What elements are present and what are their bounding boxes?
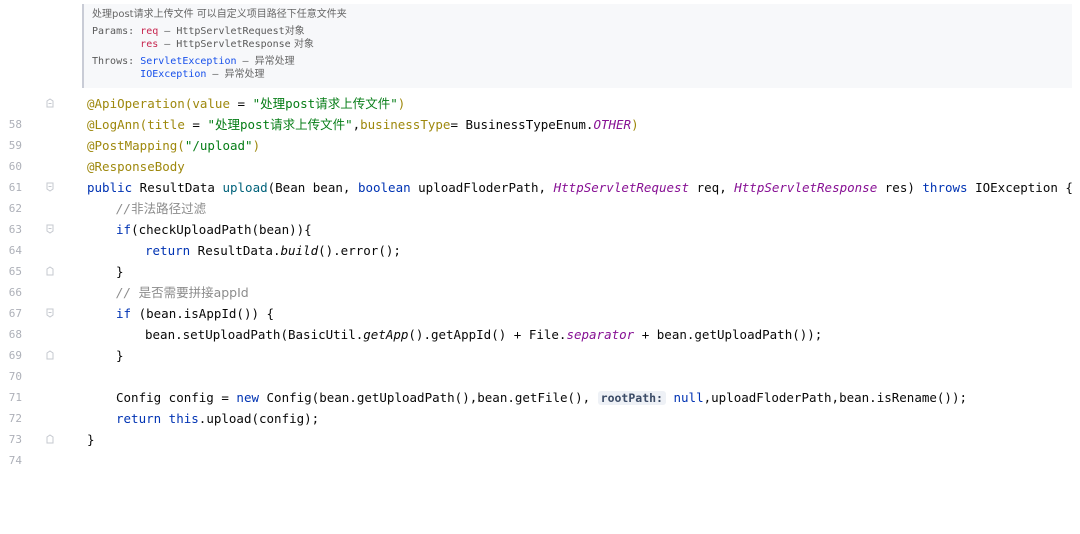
- doc-throws-row-servlet: Throws: ServletException – 异常处理: [92, 55, 295, 67]
- code-line-65: 65 return ResultData.build().error();: [0, 240, 1080, 278]
- line-number: 70: [8, 370, 22, 383]
- line-number: 68: [8, 328, 22, 341]
- code-line-69: 69 bean.setUploadPath(BasicUtil.getApp()…: [0, 324, 1080, 362]
- io-exception-link[interactable]: IOException: [140, 69, 207, 80]
- fold-end-icon[interactable]: [45, 434, 55, 444]
- code-line-70: 70 }: [0, 345, 1080, 383]
- code-line-67: 67 // 是否需要拼接appId: [0, 282, 1080, 320]
- line-number: 60: [8, 160, 22, 173]
- line-number: 59: [8, 139, 22, 152]
- doc-throws-row-io: IOException – 异常处理: [140, 69, 265, 80]
- line-number: 67: [8, 307, 22, 320]
- code-line-59: 59 @LogAnn(title = "处理post请求上传文件",busine…: [0, 114, 1080, 152]
- fold-end-icon[interactable]: [45, 350, 55, 360]
- code-line-61: 61 @ResponseBody: [0, 156, 1080, 194]
- fold-icon[interactable]: [45, 98, 55, 108]
- line-number: 69: [8, 349, 22, 362]
- line-number: 65: [8, 265, 22, 278]
- code-line-66: 66 }: [0, 261, 1080, 299]
- line-number: 74: [8, 454, 22, 467]
- code-line-58: 58 @ApiOperation(value = "处理post请求上传文件"): [0, 93, 1080, 131]
- code-line-74: 74 }: [0, 429, 1080, 467]
- fold-icon[interactable]: [45, 224, 55, 234]
- line-number: 64: [8, 244, 22, 257]
- line-number: 62: [8, 202, 22, 215]
- parameter-name-hint: rootPath:: [597, 391, 666, 405]
- rendered-javadoc: 处理post请求上传文件 可以自定义项目路径下任意文件夹 Params: req…: [82, 4, 1072, 88]
- line-number: 66: [8, 286, 22, 299]
- code-editor[interactable]: 58 @ApiOperation(value = "处理post请求上传文件")…: [0, 93, 1080, 467]
- code-line-73: 73 return this.upload(config);: [0, 408, 1080, 446]
- line-number: 71: [8, 391, 22, 404]
- code-line-63: 63 //非法路径过滤: [0, 198, 1080, 236]
- doc-summary: 处理post请求上传文件 可以自定义项目路径下任意文件夹: [92, 9, 347, 20]
- line-number: 58: [8, 118, 22, 131]
- line-number: 72: [8, 412, 22, 425]
- doc-param-row-req: Params: req – HttpServletRequest对象: [92, 25, 305, 37]
- fold-icon[interactable]: [45, 308, 55, 318]
- servlet-exception-link[interactable]: ServletException: [140, 55, 237, 67]
- code-line-62: 62 public ResultData upload(Bean bean, b…: [0, 177, 1080, 215]
- code-line-68: 68 if (bean.isAppId()) {: [0, 303, 1080, 341]
- line-number: 63: [8, 223, 22, 236]
- code-line-71: 71: [0, 366, 1080, 404]
- code-line-64: 64 if(checkUploadPath(bean)){: [0, 219, 1080, 257]
- line-number: 61: [8, 181, 22, 194]
- doc-param-row-res: res – HttpServletResponse 对象: [140, 39, 314, 50]
- code-line-60: 60 @PostMapping("/upload"): [0, 135, 1080, 173]
- code-line-72: 72 Config config = new Config(bean.getUp…: [0, 387, 1080, 425]
- fold-icon[interactable]: [45, 182, 55, 192]
- fold-end-icon[interactable]: [45, 266, 55, 276]
